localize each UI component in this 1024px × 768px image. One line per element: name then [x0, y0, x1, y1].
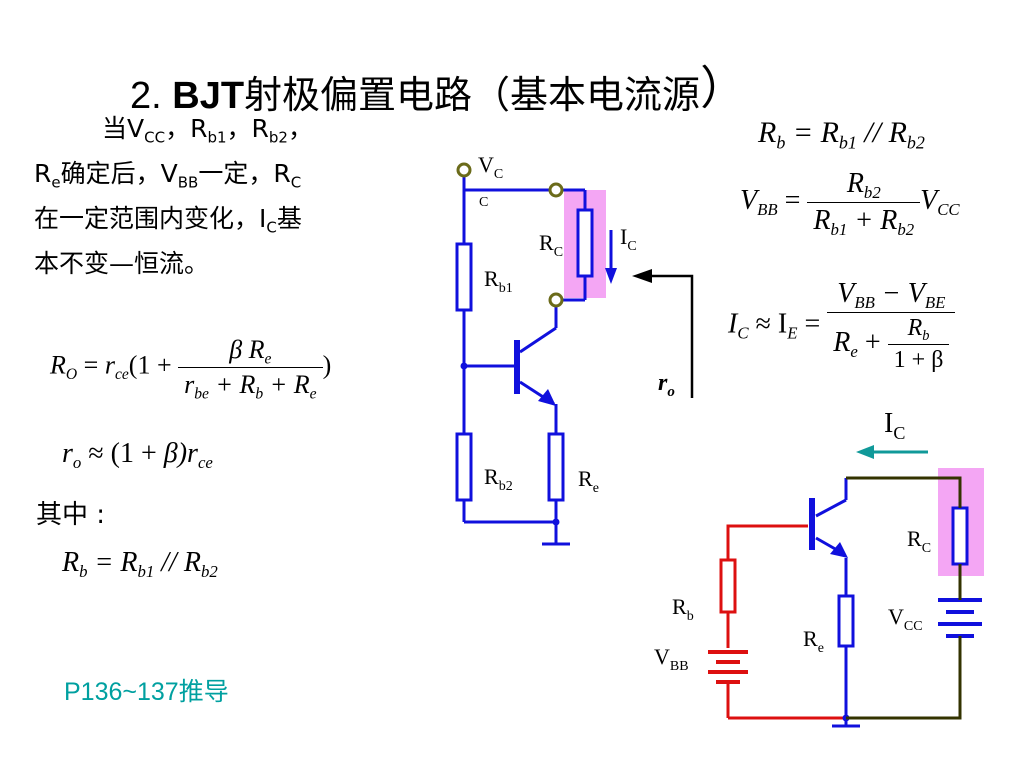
- rc-label: RC: [539, 230, 563, 260]
- rb1-label: Rb1: [484, 266, 513, 296]
- vcc-return-wire: [846, 636, 962, 720]
- slide-title: 2. BJT射极偏置电路（基本电流源）: [130, 61, 747, 117]
- rc2-resistor: [951, 506, 969, 566]
- ic2-label: IC: [884, 408, 905, 443]
- base-junction: [460, 362, 468, 370]
- rc-bottom-terminal: [548, 292, 564, 308]
- qizhong-label: 其中 :: [36, 500, 106, 530]
- vcc2-label: VCC: [888, 604, 923, 634]
- collector-loop-wire: [846, 476, 962, 508]
- ro-arrow-line: [650, 274, 694, 398]
- rb2-label-circuit2: Rb: [672, 594, 694, 624]
- rc-top-terminal: [548, 182, 564, 198]
- ic-label: IC: [620, 224, 637, 254]
- ro-label: ro: [658, 370, 675, 400]
- emitter2-arrow: [830, 542, 848, 558]
- re-label: Re: [578, 466, 599, 496]
- base-wire-red: [726, 524, 808, 560]
- ic2-arrow-head: [856, 445, 874, 459]
- ro-arrow-head: [632, 269, 652, 283]
- re2-label: Re: [803, 626, 824, 656]
- derivation-link[interactable]: P136~137推导: [64, 678, 229, 706]
- rb-formula-left: Rb = Rb1 // Rb2: [62, 547, 218, 581]
- emitter-arrow: [538, 389, 556, 406]
- vbb-label: VBB: [654, 644, 689, 674]
- vcc-terminal: [456, 162, 472, 178]
- collector2-lead: [815, 498, 847, 518]
- rb-resistor: [719, 558, 737, 614]
- ro-approx-formula: ro ≈ (1 + β)rce: [62, 438, 213, 472]
- vcc-label-cont: C: [479, 195, 488, 210]
- ground-junction: [552, 518, 560, 526]
- rb-formula-right: Rb = Rb1 // Rb2: [758, 116, 925, 153]
- ic-arrow-head: [605, 268, 617, 284]
- vcc-label: VC: [478, 152, 503, 182]
- re2-resistor: [837, 594, 855, 648]
- description-text: 当VCC，Rb1，Rb2， Re确定后，VBB一定，RC 在一定范围内变化，IC…: [34, 114, 313, 278]
- rb2-label: Rb2: [484, 464, 513, 494]
- rc2-label: RC: [907, 526, 931, 556]
- collector-lead: [519, 326, 557, 354]
